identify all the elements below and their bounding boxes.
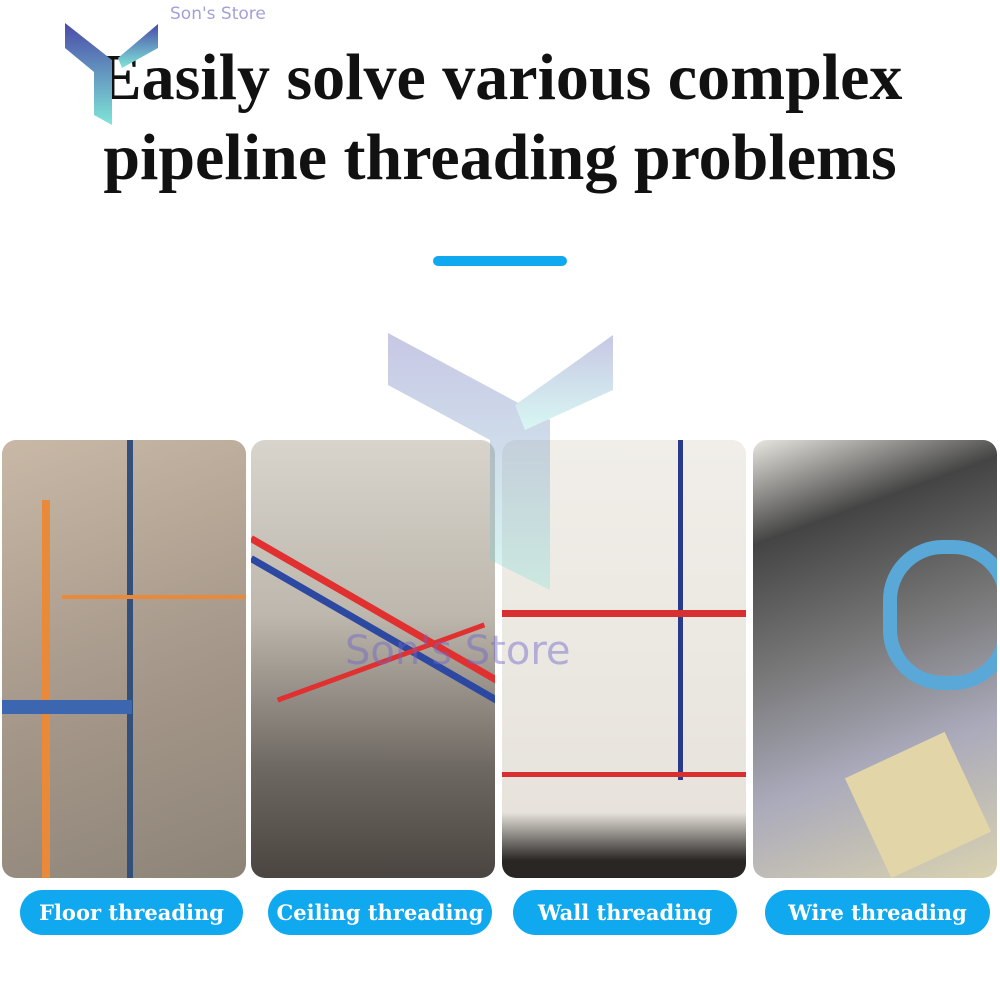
- watermark-large: Son's Store: [345, 628, 571, 674]
- wire-threading-label: Wire threading: [765, 890, 990, 935]
- floor-threading-photo: [2, 440, 246, 878]
- headline-line-2: pipeline threading problems: [103, 121, 897, 194]
- accent-divider: [433, 256, 567, 266]
- watermark-logo-icon: [388, 333, 613, 590]
- watermark-small: Son's Store: [170, 4, 266, 24]
- wire-threading-photo: [753, 440, 997, 878]
- wall-threading-label: Wall threading: [513, 890, 737, 935]
- ceiling-threading-label: Ceiling threading: [268, 890, 492, 935]
- floor-threading-label: Floor threading: [20, 890, 243, 935]
- headline-line-1: Easily solve various complex: [97, 41, 903, 114]
- store-logo-icon: [65, 23, 158, 125]
- ceiling-threading-photo: [251, 440, 495, 878]
